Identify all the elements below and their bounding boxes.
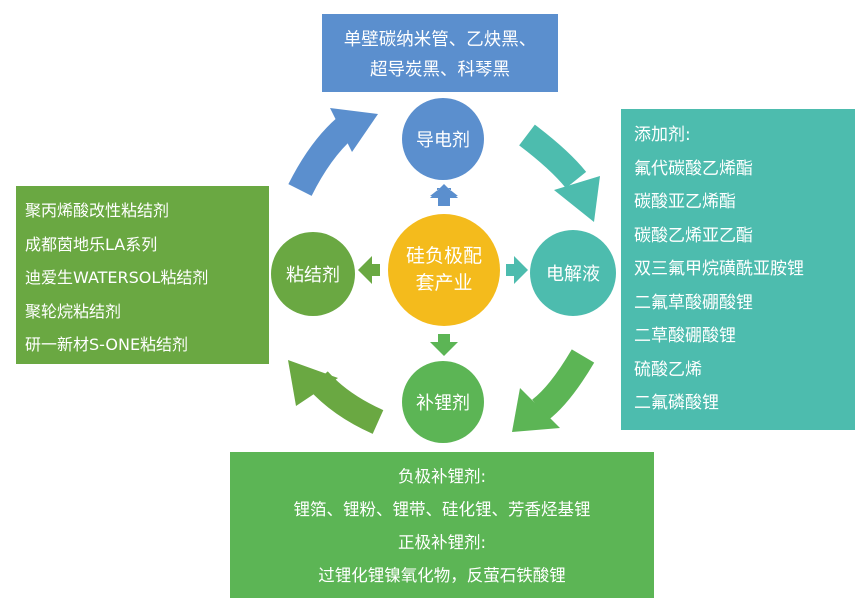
node-electrolyte: 电解液 [530,230,616,316]
node-conductive-agent: 导电剂 [402,98,484,180]
box-line: 成都茵地乐LA系列 [25,234,158,254]
cycle-arrow-bottom-to-left [288,360,384,434]
center-label-line1: 硅负极配 [405,245,482,267]
lithium-supplement-box: 负极补锂剂: 锂箔、锂粉、锂带、硅化锂、芳香烃基锂 正极补锂剂: 过锂化锂镍氧化… [230,452,654,598]
box-line: 碳酸亚乙烯酯 [634,192,736,212]
electrolyte-box: 添加剂: 氟代碳酸乙烯酯 碳酸亚乙烯酯 碳酸乙烯亚乙酯 双三氟甲烷磺酰亚胺锂 二… [621,109,855,430]
box-line: 负极补锂剂: [397,467,487,486]
box-line: 单壁碳纳米管、乙炔黑、 [343,30,537,50]
box-line: 研一新材S-ONE粘结剂 [25,335,189,354]
node-label: 粘结剂 [286,265,340,286]
box-line: 过锂化锂镍氧化物，反萤石铁酸锂 [318,566,566,585]
box-line: 添加剂: [634,125,691,145]
center-label-line2: 套产业 [415,272,473,294]
box-line: 二草酸硼酸锂 [634,326,736,346]
center-arrow-left [358,256,380,284]
center-node: 硅负极配 套产业 [388,214,500,326]
box-line: 碳酸乙烯亚乙酯 [634,225,753,246]
node-lithium-supplement: 补锂剂 [402,361,484,443]
binder-box: 聚丙烯酸改性粘结剂 成都茵地乐LA系列 迪爱生WATERSOL粘结剂 聚轮烷粘结… [16,186,269,364]
box-line: 正极补锂剂: [397,533,487,552]
box-line: 超导炭黑、科琴黑 [370,60,510,80]
cycle-arrow-right-to-bottom [512,349,595,432]
cycle-arrow-top-to-right [519,124,600,222]
box-line: 氟代碳酸乙烯酯 [634,158,753,179]
box-line: 聚丙烯酸改性粘结剂 [25,201,170,220]
box-line: 迪爱生WATERSOL粘结剂 [25,268,209,287]
conductive-agent-box: 单壁碳纳米管、乙炔黑、 超导炭黑、科琴黑 [322,14,558,92]
box-line: 二氟草酸硼酸锂 [634,292,753,313]
node-binder: 粘结剂 [271,232,355,316]
node-label: 补锂剂 [416,393,470,414]
box-line: 双三氟甲烷磺酰亚胺锂 [634,259,804,279]
center-arrow-right [506,256,528,284]
box-line: 锂箔、锂粉、锂带、硅化锂、芳香烃基锂 [293,500,591,519]
box-line: 聚轮烷粘结剂 [25,301,122,321]
box-line: 二氟磷酸锂 [634,393,719,413]
center-arrow-up-shape [430,184,458,206]
cycle-arrow-left-to-top [288,108,378,196]
node-label: 导电剂 [416,130,470,151]
node-label: 电解液 [546,264,600,285]
center-arrow-down [430,334,458,356]
box-line: 硫酸乙烯 [634,359,702,380]
